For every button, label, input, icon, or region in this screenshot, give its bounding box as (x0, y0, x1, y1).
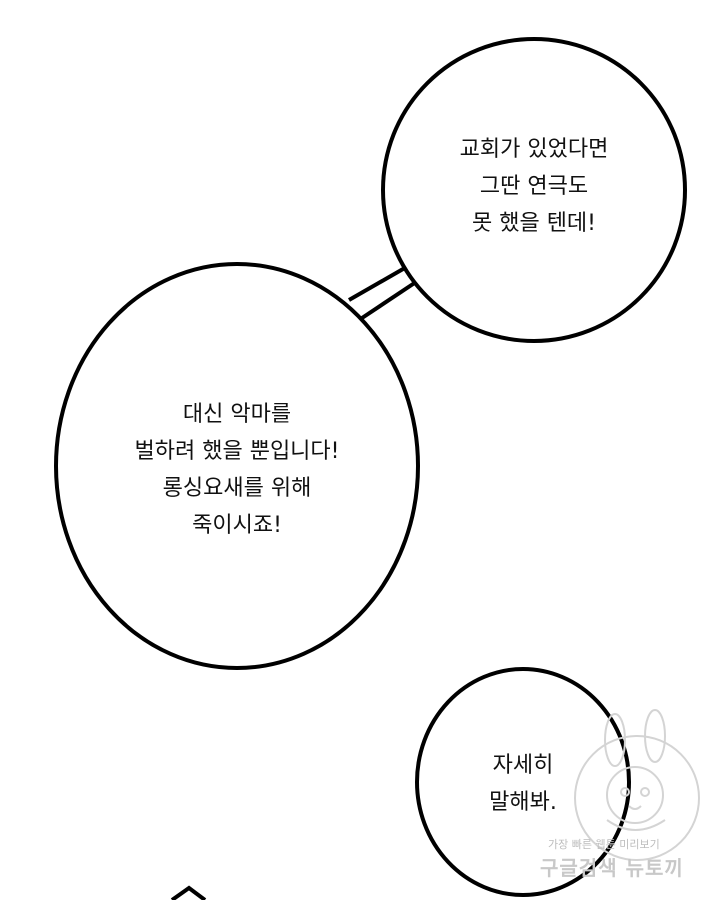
text-line: 벌하려 했을 뿐입니다! (134, 439, 340, 464)
text-line: 롱싱요새를 위해 (162, 476, 312, 501)
text-line: 죽이시죠! (192, 513, 282, 538)
speech-bubble-top-right (381, 37, 687, 343)
text-line: 그딴 연극도 (479, 174, 589, 199)
bubble-connector (348, 263, 418, 320)
speech-bubble-bottom-right (415, 667, 631, 897)
speech-bubble-left (54, 262, 420, 670)
watermark-small-text: 가장 빠른 웹툰 미리보기 (548, 838, 660, 851)
text-line: 못 했을 텐데! (471, 211, 596, 236)
text-line: 대신 악마를 (182, 402, 292, 427)
text-line: 교회가 있었다면 (459, 137, 609, 162)
partial-bubble-edge (170, 885, 207, 900)
speech-text-top-right: 교회가 있었다면 그딴 연극도 못 했을 텐데! (414, 131, 654, 242)
rabbit-mascot-icon (574, 709, 700, 861)
speech-text-bottom-right: 자세히 말해봐. (453, 747, 593, 821)
speech-text-left: 대신 악마를 벌하려 했을 뿐입니다! 롱싱요새를 위해 죽이시죠! (87, 396, 387, 544)
text-line: 말해봐. (489, 790, 557, 815)
watermark (545, 700, 720, 900)
text-line: 자세히 (492, 753, 554, 778)
watermark-big-text: 구글검색 뉴토끼 (540, 856, 684, 880)
